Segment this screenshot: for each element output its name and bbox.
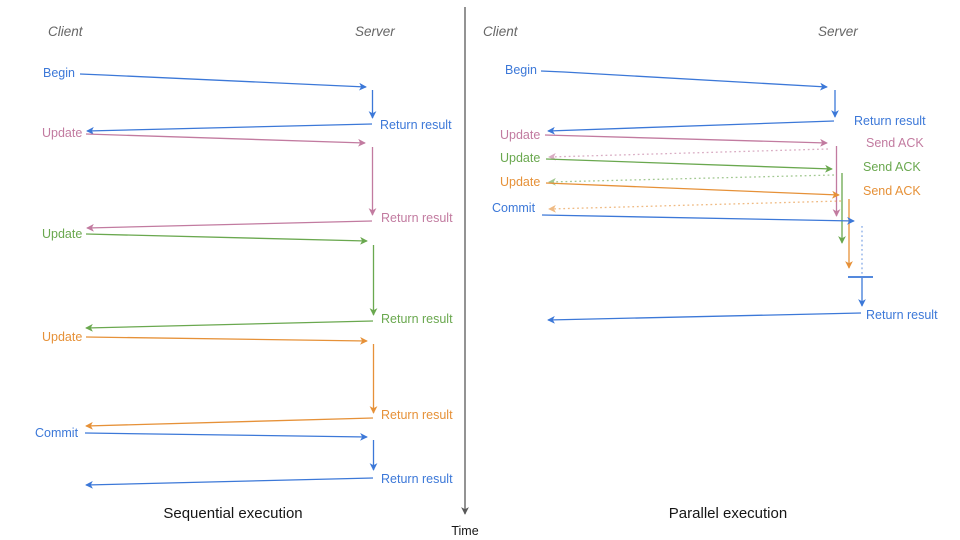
seq-commit-label: Commit bbox=[35, 426, 79, 440]
par-update2-ack-arrow bbox=[548, 174, 835, 186]
par-begin-label: Begin bbox=[505, 63, 537, 77]
seq-update1-return-label: Return result bbox=[381, 211, 453, 225]
par-message-update-3: Update Send ACK bbox=[500, 175, 921, 269]
par-commit-return-arrow bbox=[547, 312, 862, 324]
par-message-update-1: Update Send ACK bbox=[500, 128, 924, 217]
par-server-heading: Server bbox=[818, 24, 858, 39]
par-update1-ack-arrow bbox=[548, 148, 829, 161]
seq-message-update-1: Update Return result bbox=[42, 126, 453, 232]
seq-update3-label: Update bbox=[42, 330, 82, 344]
seq-client-heading: Client bbox=[48, 24, 84, 39]
par-update1-ack-label: Send ACK bbox=[866, 136, 924, 150]
seq-message-update-2: Update Return result bbox=[42, 227, 453, 332]
time-axis-label: Time bbox=[451, 524, 478, 538]
seq-update2-return-label: Return result bbox=[381, 312, 453, 326]
par-update1-request-arrow bbox=[544, 134, 828, 147]
par-message-commit: Commit Return result bbox=[492, 201, 938, 324]
seq-server-heading: Server bbox=[355, 24, 395, 39]
par-commit-label: Commit bbox=[492, 201, 536, 215]
par-update2-request-arrow bbox=[545, 158, 833, 173]
par-begin-request-arrow bbox=[540, 70, 828, 91]
par-commit-request-arrow bbox=[541, 214, 855, 225]
seq-commit-request-arrow bbox=[84, 432, 368, 441]
seq-update3-return-arrow bbox=[85, 417, 374, 430]
seq-message-update-3: Update Return result bbox=[42, 330, 453, 430]
par-update3-request-arrow bbox=[545, 182, 840, 199]
sequential-title: Sequential execution bbox=[163, 505, 302, 522]
par-begin-return-label: Return result bbox=[854, 114, 926, 128]
par-update3-ack-arrow bbox=[548, 200, 842, 213]
par-begin-return-arrow bbox=[547, 120, 835, 135]
par-update3-ack-label: Send ACK bbox=[863, 184, 921, 198]
par-message-update-2: Update Send ACK bbox=[500, 151, 921, 244]
parallel-title: Parallel execution bbox=[669, 505, 787, 522]
seq-update2-request-arrow bbox=[85, 233, 368, 245]
par-commit-return-label: Return result bbox=[866, 308, 938, 322]
parallel-diagram: Client Server Begin Return result Update… bbox=[483, 24, 938, 522]
seq-begin-label: Begin bbox=[43, 66, 75, 80]
seq-begin-return-arrow bbox=[86, 123, 373, 135]
seq-begin-request-arrow bbox=[79, 73, 367, 91]
time-axis: Time bbox=[451, 7, 479, 538]
seq-begin-return-label: Return result bbox=[380, 118, 452, 132]
seq-update1-return-arrow bbox=[86, 220, 373, 232]
seq-commit-return-label: Return result bbox=[381, 472, 453, 486]
sequential-diagram: Client Server Begin Return result Update… bbox=[35, 24, 453, 522]
seq-commit-return-arrow bbox=[85, 477, 374, 489]
seq-update1-request-arrow bbox=[85, 133, 366, 147]
par-update2-label: Update bbox=[500, 151, 540, 165]
seq-update3-return-label: Return result bbox=[381, 408, 453, 422]
seq-message-commit: Commit Return result bbox=[35, 426, 453, 489]
seq-message-begin: Begin Return result bbox=[43, 66, 452, 135]
seq-update2-return-arrow bbox=[85, 320, 374, 332]
par-update1-label: Update bbox=[500, 128, 540, 142]
seq-update1-label: Update bbox=[42, 126, 82, 140]
par-message-begin: Begin Return result bbox=[505, 63, 926, 135]
seq-update3-request-arrow bbox=[85, 336, 368, 345]
par-update2-ack-label: Send ACK bbox=[863, 160, 921, 174]
seq-update2-label: Update bbox=[42, 227, 82, 241]
par-client-heading: Client bbox=[483, 24, 519, 39]
par-update3-label: Update bbox=[500, 175, 540, 189]
